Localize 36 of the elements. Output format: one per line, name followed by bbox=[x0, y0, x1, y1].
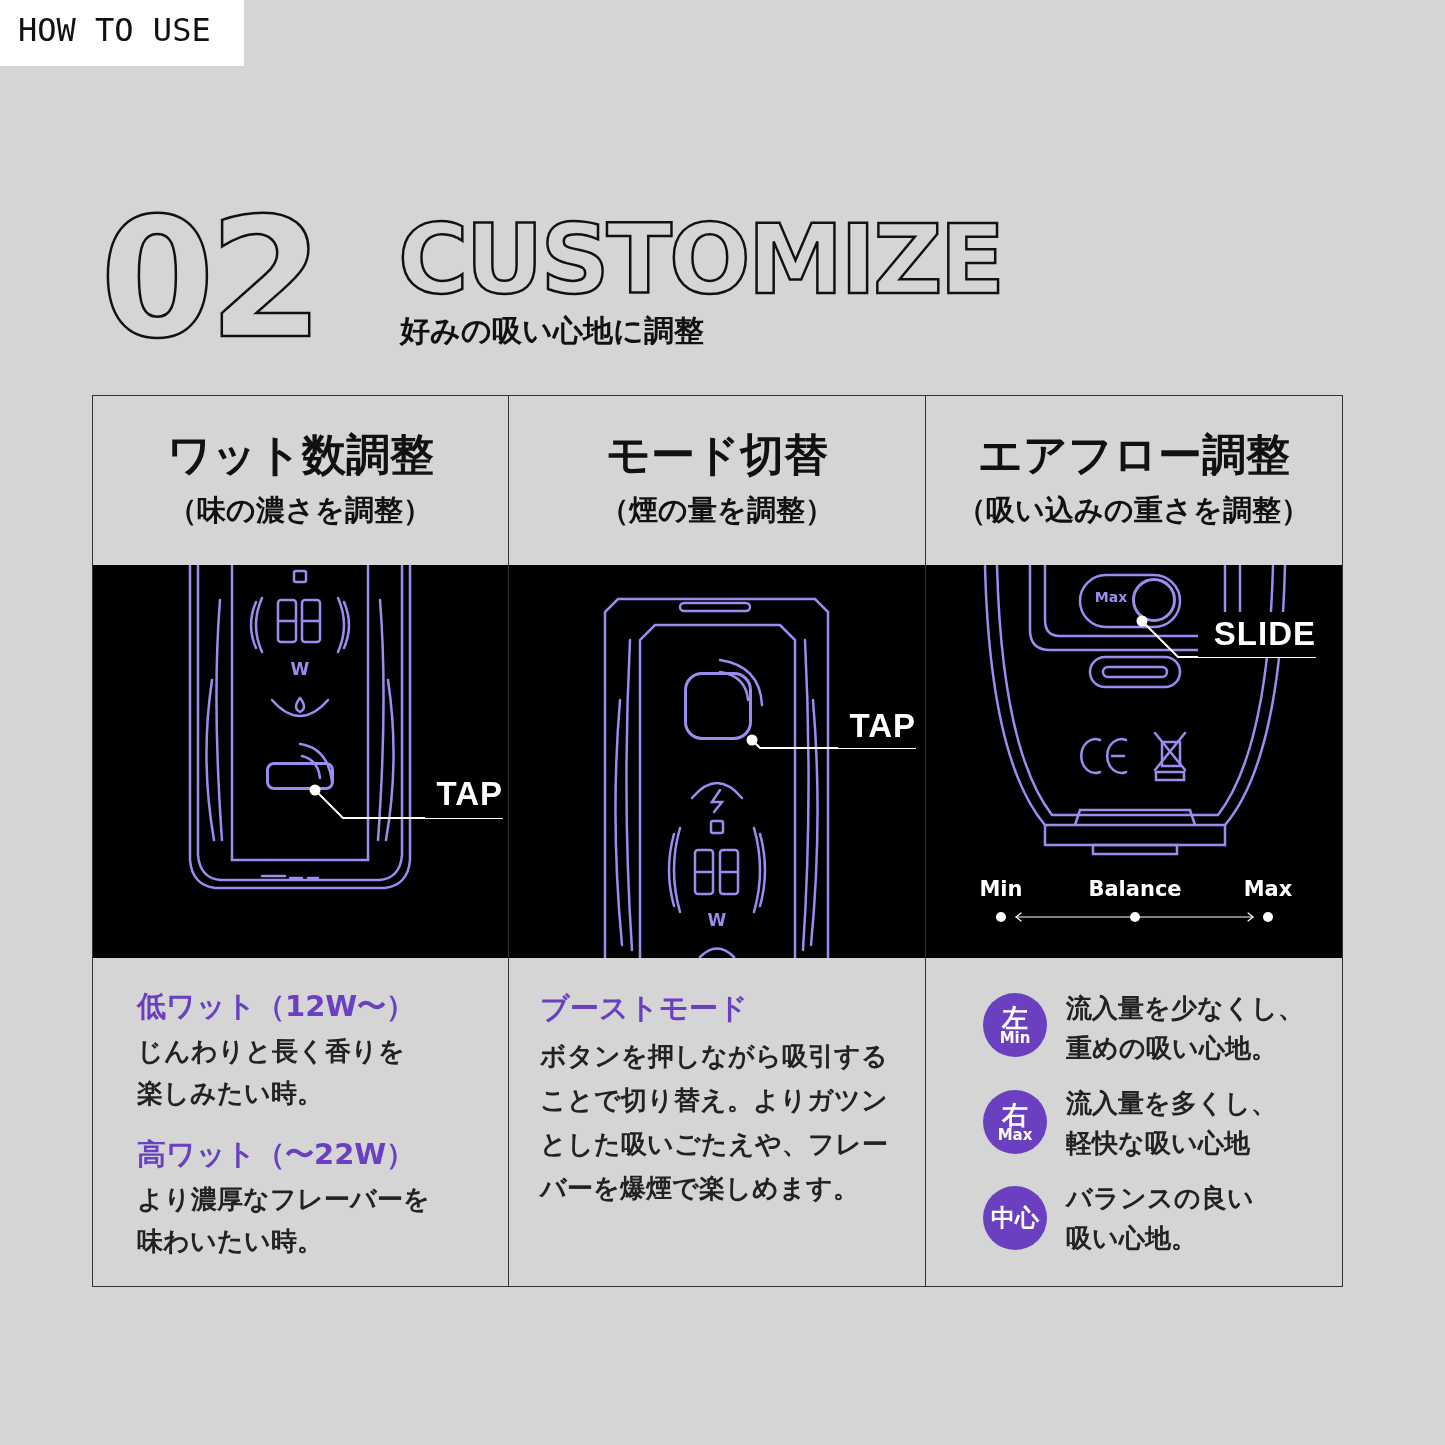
leader-line bbox=[1136, 615, 1317, 658]
section-subtitle: 好みの吸い心地に調整 bbox=[400, 314, 705, 349]
marker-sublabel: Min bbox=[999, 1030, 1031, 1046]
section-tag: HOW TO USE bbox=[0, 0, 244, 66]
column-subheading: （煙の量を調整） bbox=[598, 494, 835, 528]
description-text: 流入量を少なくし、重めの吸い心地。 bbox=[1066, 992, 1305, 1065]
option-description: じんわりと長く香りを楽しみたい時。 bbox=[137, 1035, 406, 1110]
option-description: ボタンを押しながら吸引することで切り替え。よりガツンとした吸いごたえや、フレーバーを爆煙で楽しめます。 bbox=[540, 1040, 889, 1205]
option-heading: 高ワット（〜22W） bbox=[137, 1138, 417, 1172]
option-heading: ブーストモード bbox=[540, 992, 749, 1026]
scale-label: Min bbox=[978, 877, 1024, 902]
display-unit-label: W bbox=[289, 660, 311, 680]
marker-label: 右 bbox=[1002, 1101, 1028, 1128]
scale-label: Balance bbox=[1087, 877, 1183, 902]
leader-line bbox=[309, 784, 504, 819]
marker-label: 左 bbox=[1002, 1004, 1028, 1031]
column-subheading: （味の濃さを調整） bbox=[167, 494, 433, 528]
column-heading: ワット数調整 bbox=[165, 430, 435, 481]
display-unit-label: W bbox=[706, 911, 728, 931]
column-heading: エアフロー調整 bbox=[976, 430, 1291, 481]
slider-label: Max bbox=[1093, 589, 1129, 606]
leader-line bbox=[746, 734, 917, 749]
section-heading: CUSTOMIZE bbox=[398, 205, 1004, 316]
step-number: 02 bbox=[100, 185, 319, 375]
callout-label: SLIDE bbox=[1198, 612, 1316, 657]
scale-label: Max bbox=[1242, 877, 1294, 902]
marker-label: 中心 bbox=[991, 1206, 1039, 1230]
description-text: 流入量を多くし、軽快な吸い心地 bbox=[1066, 1087, 1278, 1160]
column-heading: モード切替 bbox=[604, 430, 829, 481]
fire-button bbox=[684, 672, 752, 740]
description-text: バランスの良い吸い心地。 bbox=[1066, 1182, 1255, 1255]
column-subheading: （吸い込みの重さを調整） bbox=[956, 494, 1311, 528]
marker-sublabel: Max bbox=[997, 1127, 1033, 1143]
option-heading: 低ワット（12W〜） bbox=[137, 990, 417, 1024]
fire-button bbox=[266, 762, 334, 790]
option-description: より濃厚なフレーバーを味わいたい時。 bbox=[137, 1183, 431, 1258]
